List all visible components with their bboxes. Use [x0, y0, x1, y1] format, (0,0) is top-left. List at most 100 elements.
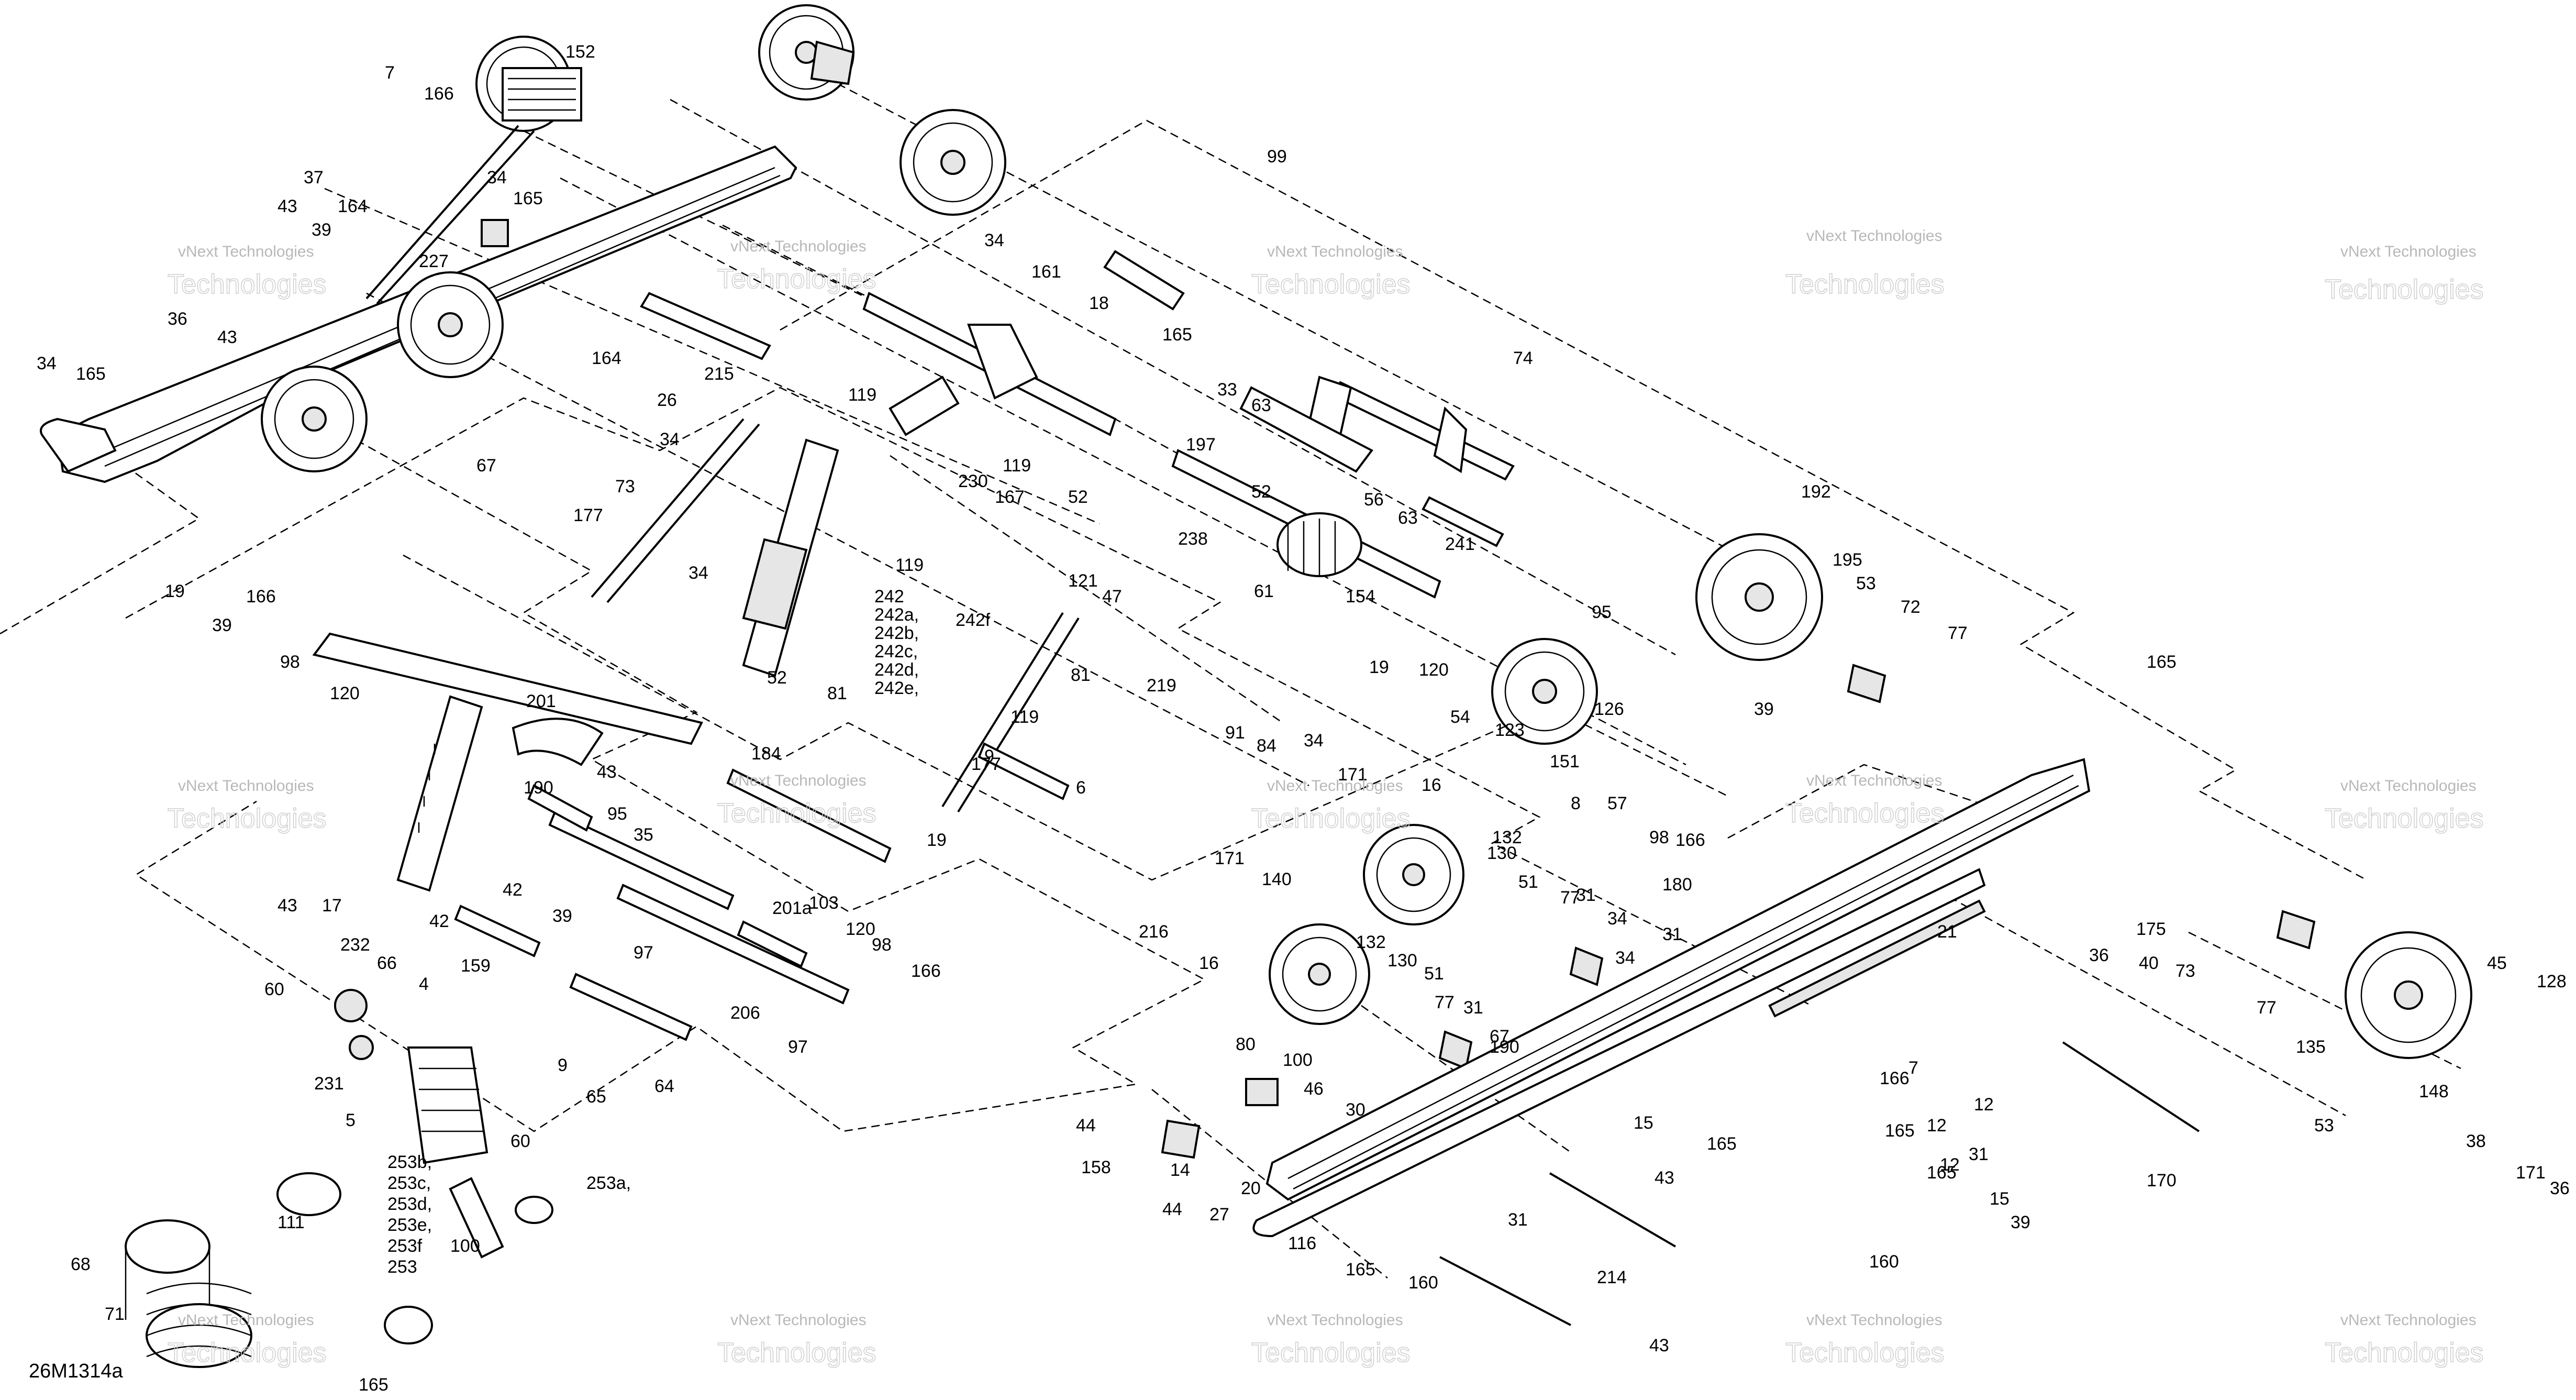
callout-label: 241 — [1445, 534, 1475, 554]
lower-right-slide-rail — [1252, 758, 2200, 1326]
callout-label: 57 — [1607, 793, 1627, 813]
callout-label: 192 — [1801, 482, 1831, 502]
callout-label: 180 — [1662, 875, 1692, 895]
figure-code: 26M1314a — [29, 1360, 123, 1382]
callout-label: 238 — [1178, 529, 1208, 549]
callout-label: 77 — [1948, 623, 1968, 643]
callout-label: 9 — [558, 1055, 568, 1075]
callout-label: 242b, — [874, 623, 919, 643]
callout-label: 60 — [264, 979, 284, 999]
callout-label: 44 — [1076, 1116, 1096, 1136]
callout-label: 242e, — [874, 678, 919, 698]
callout-label: 38 — [2466, 1131, 2486, 1151]
callout-label: 97 — [634, 943, 653, 963]
callout-label: 119 — [895, 555, 924, 575]
callout-label: 77 — [2257, 998, 2277, 1018]
callout-label: 42 — [429, 911, 449, 931]
callout-label: 7 — [1908, 1058, 1918, 1078]
callout-label: 165 — [1162, 325, 1192, 345]
callout-label: 165 — [1346, 1260, 1375, 1280]
callout-label: 36 — [168, 309, 187, 329]
watermark-text: Technologies — [1785, 798, 1945, 829]
callout-label: 43 — [277, 196, 297, 216]
callout-label: 232 — [340, 935, 370, 955]
watermark-text: vNext Technologies — [730, 772, 867, 789]
callout-label: 171 — [1338, 765, 1368, 785]
callout-label: 100 — [450, 1236, 480, 1256]
callout-label: 190 — [1490, 1037, 1519, 1057]
watermark-text: vNext Technologies — [2340, 243, 2477, 260]
callout-label: 151 — [1550, 752, 1580, 771]
callout-label: 206 — [730, 1003, 760, 1023]
watermark-text: vNext Technologies — [2340, 1311, 2477, 1329]
callout-label: 16 — [1422, 775, 1441, 795]
watermark-text: vNext Technologies — [730, 238, 867, 255]
callout-label: 98 — [280, 652, 300, 672]
callout-label: 39 — [1754, 699, 1774, 719]
callout-label: 18 — [1089, 293, 1109, 313]
callout-label: 128 — [2537, 972, 2567, 991]
callout-label: 73 — [615, 477, 635, 497]
callout-label: 8 — [1571, 793, 1581, 813]
callout-label: 15 — [1634, 1113, 1653, 1133]
part-callout-labels: 7 166 152 37 34 164 165 43 39 227 36 43 … — [37, 42, 2570, 1395]
callout-label: 120 — [1419, 660, 1449, 680]
watermark-text: vNext Technologies — [178, 243, 314, 260]
front-arm-and-shocks — [125, 324, 1038, 1368]
callout-label: 43 — [1655, 1168, 1674, 1188]
callout-label: 34 — [1615, 948, 1635, 968]
callout-label: 39 — [312, 220, 331, 240]
watermark-text: vNext Technologies — [178, 1311, 314, 1329]
callout-label: 47 — [1102, 587, 1122, 607]
callout-label: 160 — [1408, 1273, 1438, 1293]
callout-label: 165 — [359, 1375, 388, 1395]
callout-label: 43 — [277, 896, 297, 916]
callout-label: 34 — [1304, 731, 1324, 751]
callout-label: 126 — [1594, 699, 1624, 719]
watermark-text: Technologies — [2325, 274, 2484, 305]
callout-label: 34 — [37, 354, 57, 373]
callout-label: 74 — [1513, 348, 1533, 368]
callout-label: 201 — [526, 691, 556, 711]
watermark-text: vNext Technologies — [178, 777, 314, 795]
callout-label: 201a — [772, 898, 812, 918]
callout-label: 80 — [1236, 1034, 1256, 1054]
callout-label: 43 — [597, 762, 617, 782]
callout-label: 45 — [2487, 953, 2507, 973]
callout-label: 253b, — [387, 1152, 432, 1172]
callout-label: 20 — [1241, 1178, 1261, 1198]
callout-label: 177 — [573, 505, 603, 525]
callout-label: 166 — [246, 587, 276, 607]
callout-label: 184 — [751, 744, 781, 764]
callout-label: 167 — [995, 487, 1025, 507]
callout-label: 103 — [809, 893, 839, 913]
callout-label: 43 — [1649, 1336, 1669, 1355]
callout-label: 100 — [1283, 1050, 1313, 1070]
callout-label: 135 — [2296, 1037, 2326, 1057]
watermark-text: vNext Technologies — [1806, 227, 1942, 245]
watermark-text: Technologies — [168, 1338, 327, 1368]
callout-label: 77 — [1435, 993, 1454, 1012]
callout-label: 51 — [1518, 872, 1538, 892]
callout-label: 34 — [660, 429, 680, 449]
callout-label: 31 — [1576, 885, 1596, 905]
callout-label: 95 — [607, 804, 627, 824]
callout-label: 214 — [1597, 1267, 1627, 1287]
callout-label: 14 — [1170, 1160, 1190, 1180]
callout-label: 132 — [1356, 932, 1386, 952]
callout-label: 165 — [1885, 1121, 1915, 1141]
callout-label: 77 — [1560, 888, 1580, 908]
watermark-text: vNext Technologies — [1267, 243, 1403, 260]
callout-label: 166 — [1675, 830, 1705, 850]
callout-label: 21 — [1937, 922, 1957, 942]
callout-label: 9 — [984, 746, 994, 766]
callout-label: 56 — [1364, 490, 1384, 510]
callout-label: 39 — [552, 906, 572, 926]
callout-label: 95 — [1592, 602, 1612, 622]
callout-label: 39 — [2011, 1212, 2030, 1232]
callout-label: 158 — [1081, 1158, 1111, 1177]
watermark-text: Technologies — [1785, 269, 1945, 300]
callout-label: 242f — [956, 610, 991, 630]
callout-label: 165 — [513, 189, 543, 208]
